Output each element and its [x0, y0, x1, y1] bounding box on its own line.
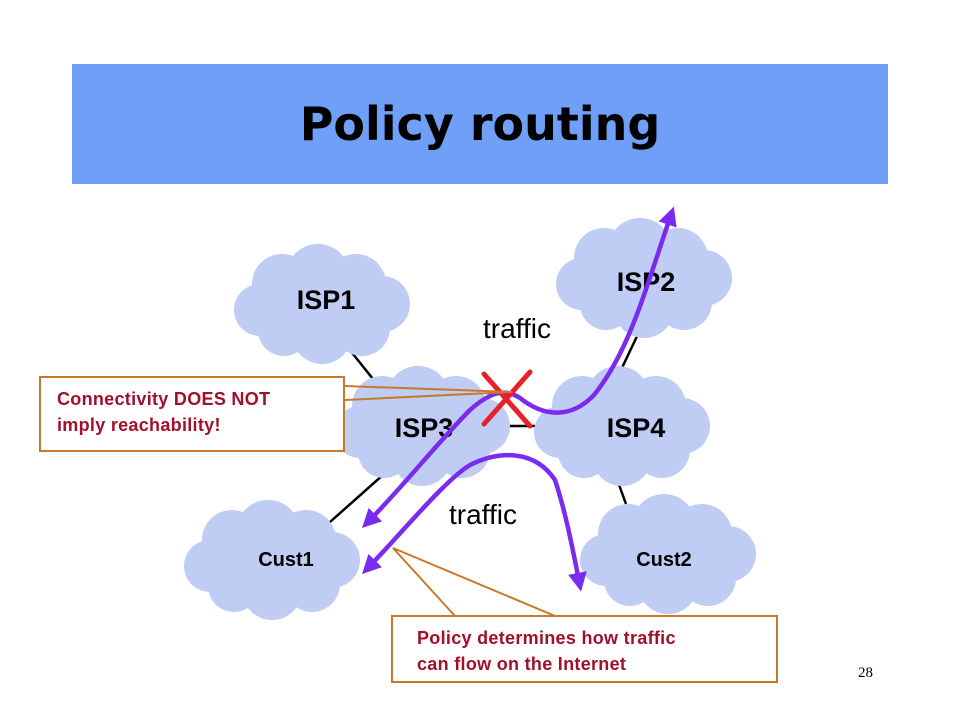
- slide-title: Policy routing: [299, 97, 661, 151]
- title-bar: Policy routing: [72, 64, 888, 184]
- callout-pointers: [344, 385, 556, 617]
- callout-connectivity-line1: Connectivity DOES NOT: [57, 389, 271, 409]
- callout-policy: Policy determines how traffic can flow o…: [391, 615, 778, 683]
- callout-policy-line2: can flow on the Internet: [417, 654, 627, 674]
- blocked-x-mark: [481, 369, 533, 429]
- node-label-cust1: Cust1: [258, 549, 314, 571]
- page-number: 28: [858, 665, 873, 681]
- traffic-flow-allowed: [362, 453, 587, 592]
- callout-policy-line1: Policy determines how traffic: [417, 628, 676, 648]
- callout-pointer-policy: [392, 547, 556, 617]
- traffic-label-upper: traffic: [483, 313, 551, 344]
- traffic-flows: [361, 206, 677, 592]
- node-label-isp4: ISP4: [607, 413, 666, 443]
- callout-pointer-connectivity: [344, 385, 513, 401]
- callout-connectivity: Connectivity DOES NOT imply reachability…: [39, 376, 345, 452]
- traffic-flow-blocked: [361, 206, 677, 529]
- node-label-cust2: Cust2: [636, 549, 692, 571]
- traffic-label-lower: traffic: [449, 499, 517, 530]
- callout-connectivity-line2: imply reachability!: [57, 415, 221, 435]
- node-label-isp1: ISP1: [297, 285, 356, 315]
